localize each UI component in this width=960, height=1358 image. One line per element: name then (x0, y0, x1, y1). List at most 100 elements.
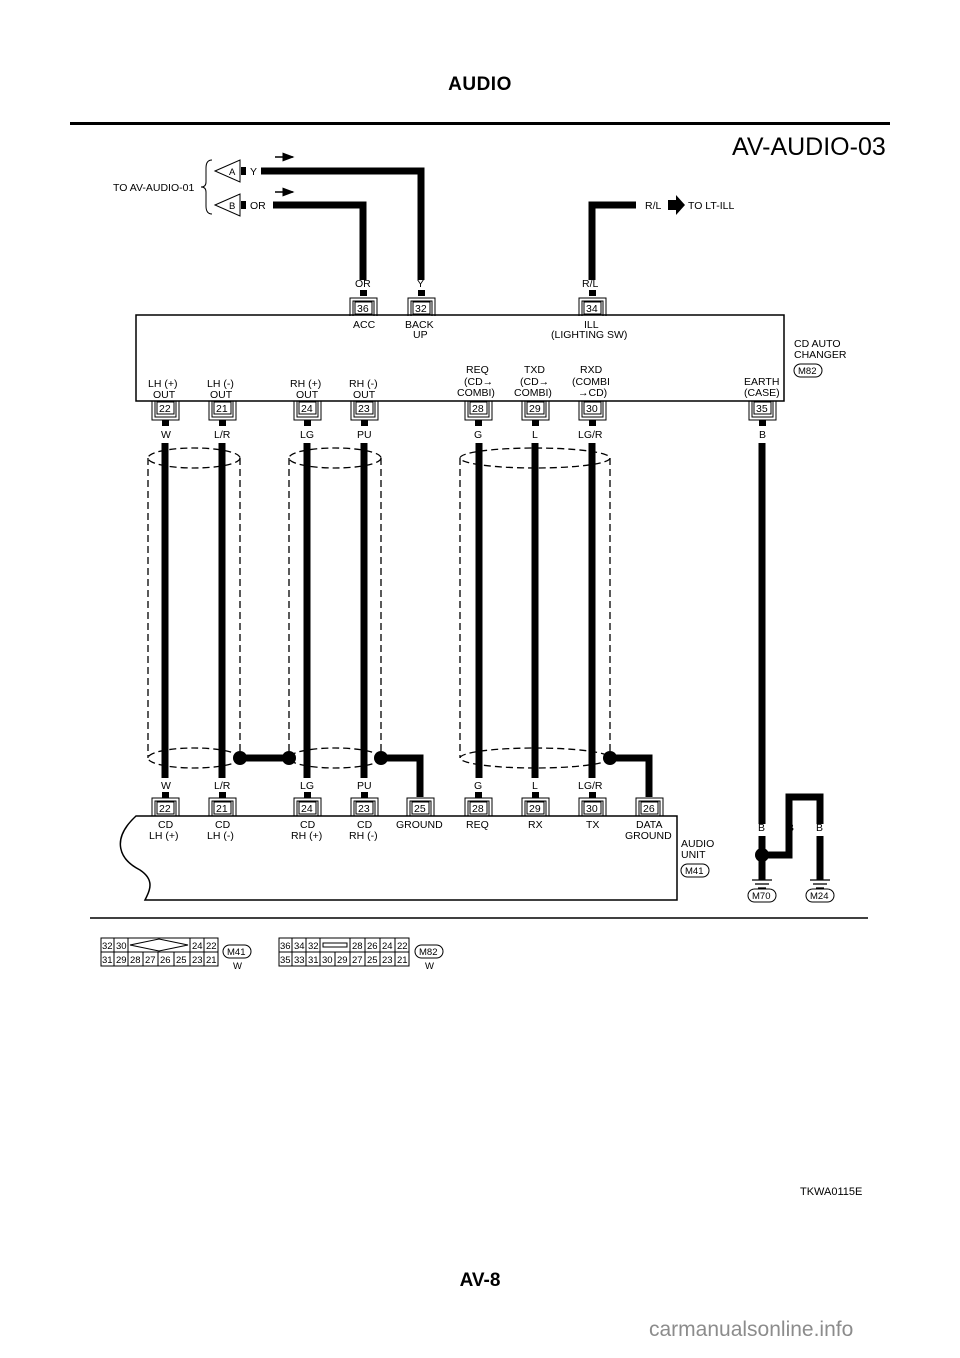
svg-text:ACC: ACC (353, 319, 376, 331)
audio-unit-box (119, 815, 678, 901)
connector-badge (680, 863, 710, 878)
svg-text:RXD: RXD (580, 364, 603, 376)
svg-text:RH (+): RH (+) (290, 378, 321, 390)
svg-text:29: 29 (116, 955, 127, 966)
svg-text:RH (-): RH (-) (349, 830, 378, 842)
ground-icon (810, 879, 830, 889)
svg-text:32: 32 (415, 303, 427, 315)
svg-text:COMBI): COMBI) (457, 387, 495, 399)
svg-text:34: 34 (586, 303, 598, 315)
svg-text:TX: TX (586, 819, 599, 831)
svg-text:33: 33 (294, 955, 305, 966)
svg-text:REQ: REQ (466, 819, 489, 831)
svg-text:(CD→: (CD→ (464, 376, 493, 388)
header-rule (70, 122, 890, 125)
svg-text:(CASE): (CASE) (744, 387, 780, 399)
splice-dot (603, 751, 617, 765)
svg-text:29: 29 (529, 803, 541, 815)
svg-text:21: 21 (216, 803, 228, 815)
shield-drains (233, 751, 653, 797)
triangle-icon (213, 159, 241, 183)
cd-changer-name-2: CHANGER (794, 349, 847, 361)
svg-text:L/R: L/R (214, 429, 231, 441)
page-number: AV-8 (459, 1270, 501, 1291)
cd-changer-connector: M82 (798, 366, 816, 377)
svg-text:M82: M82 (419, 947, 437, 958)
watermark: carmanualsonline.info (649, 1318, 854, 1341)
svg-text:21: 21 (206, 955, 217, 966)
wire-color-or: OR (250, 200, 266, 212)
connector-b: B OR (213, 187, 295, 217)
svg-text:OUT: OUT (210, 389, 233, 401)
shield-lh (147, 447, 241, 769)
svg-text:W: W (233, 961, 242, 972)
splice-dot (233, 751, 247, 765)
audio-unit-name-1: AUDIO (681, 838, 714, 850)
splice-dot (374, 751, 388, 765)
ground-m24: M24 (810, 891, 828, 902)
svg-text:OUT: OUT (353, 389, 376, 401)
svg-text:22: 22 (159, 803, 171, 815)
svg-text:W: W (161, 429, 171, 441)
svg-text:CD: CD (300, 819, 316, 831)
svg-text:(LIGHTING SW): (LIGHTING SW) (551, 329, 627, 341)
wire-or (273, 201, 367, 280)
svg-text:30: 30 (116, 941, 127, 952)
svg-text:ILL: ILL (584, 319, 599, 331)
connector-a: A Y (213, 152, 295, 183)
wire-rl (588, 201, 636, 280)
svg-text:30: 30 (586, 403, 598, 415)
svg-text:OUT: OUT (153, 389, 176, 401)
connector-view-m41: 32 30 24 22 31 29 28 27 26 25 23 21 M41 … (100, 937, 252, 972)
svg-text:B: B (229, 201, 235, 212)
incoming-reference: TO AV-AUDIO-01 (113, 182, 194, 194)
svg-text:35: 35 (756, 403, 768, 415)
svg-text:Y: Y (417, 278, 424, 290)
wire-color-rl: R/L (645, 200, 662, 212)
svg-text:23: 23 (358, 403, 370, 415)
incoming-connectors: TO AV-AUDIO-01 A Y B OR (113, 152, 295, 217)
svg-text:29: 29 (337, 955, 348, 966)
svg-text:LH (-): LH (-) (207, 830, 234, 842)
svg-text:32: 32 (102, 941, 113, 952)
connector-badge (793, 363, 823, 378)
svg-text:26: 26 (160, 955, 171, 966)
svg-text:23: 23 (192, 955, 203, 966)
svg-text:22: 22 (206, 941, 217, 952)
svg-text:B: B (758, 822, 765, 834)
svg-text:24: 24 (192, 941, 203, 952)
svg-text:(CD→: (CD→ (520, 376, 549, 388)
section-title: AUDIO (448, 74, 512, 95)
svg-text:EARTH: EARTH (744, 376, 779, 388)
svg-text:CD: CD (215, 819, 231, 831)
svg-text:DATA: DATA (636, 819, 662, 831)
connector-view-m82: 36 34 32 28 26 24 22 35 33 31 30 29 27 2… (278, 937, 444, 972)
svg-text:G: G (474, 780, 482, 792)
ground-m70: M70 (752, 891, 770, 902)
diagram-id: AV-AUDIO-03 (732, 133, 886, 161)
splice-dot (755, 848, 769, 862)
svg-text:COMBI): COMBI) (514, 387, 552, 399)
svg-text:25: 25 (176, 955, 187, 966)
svg-text:23: 23 (382, 955, 393, 966)
svg-text:OR: OR (355, 278, 371, 290)
audio-unit-connector: M41 (685, 866, 703, 877)
svg-text:BACK: BACK (405, 319, 434, 331)
svg-text:25: 25 (367, 955, 378, 966)
svg-text:RX: RX (528, 819, 543, 831)
svg-text:24: 24 (301, 403, 313, 415)
svg-text:30: 30 (322, 955, 333, 966)
svg-text:LH (-): LH (-) (207, 378, 234, 390)
svg-text:30: 30 (586, 803, 598, 815)
cd-changer-bottom-pins: LH (+) OUT 22 W LH (-) OUT 21 L/R RH (+)… (148, 364, 780, 441)
audio-unit-name-2: UNIT (681, 849, 706, 861)
wire-y (261, 167, 425, 280)
cd-changer-name-1: CD AUTO (794, 338, 840, 350)
svg-text:24: 24 (382, 941, 393, 952)
triangle-icon (213, 193, 241, 217)
svg-text:26: 26 (367, 941, 378, 952)
svg-text:W: W (161, 780, 171, 792)
svg-text:21: 21 (216, 403, 228, 415)
svg-text:B: B (816, 822, 823, 834)
